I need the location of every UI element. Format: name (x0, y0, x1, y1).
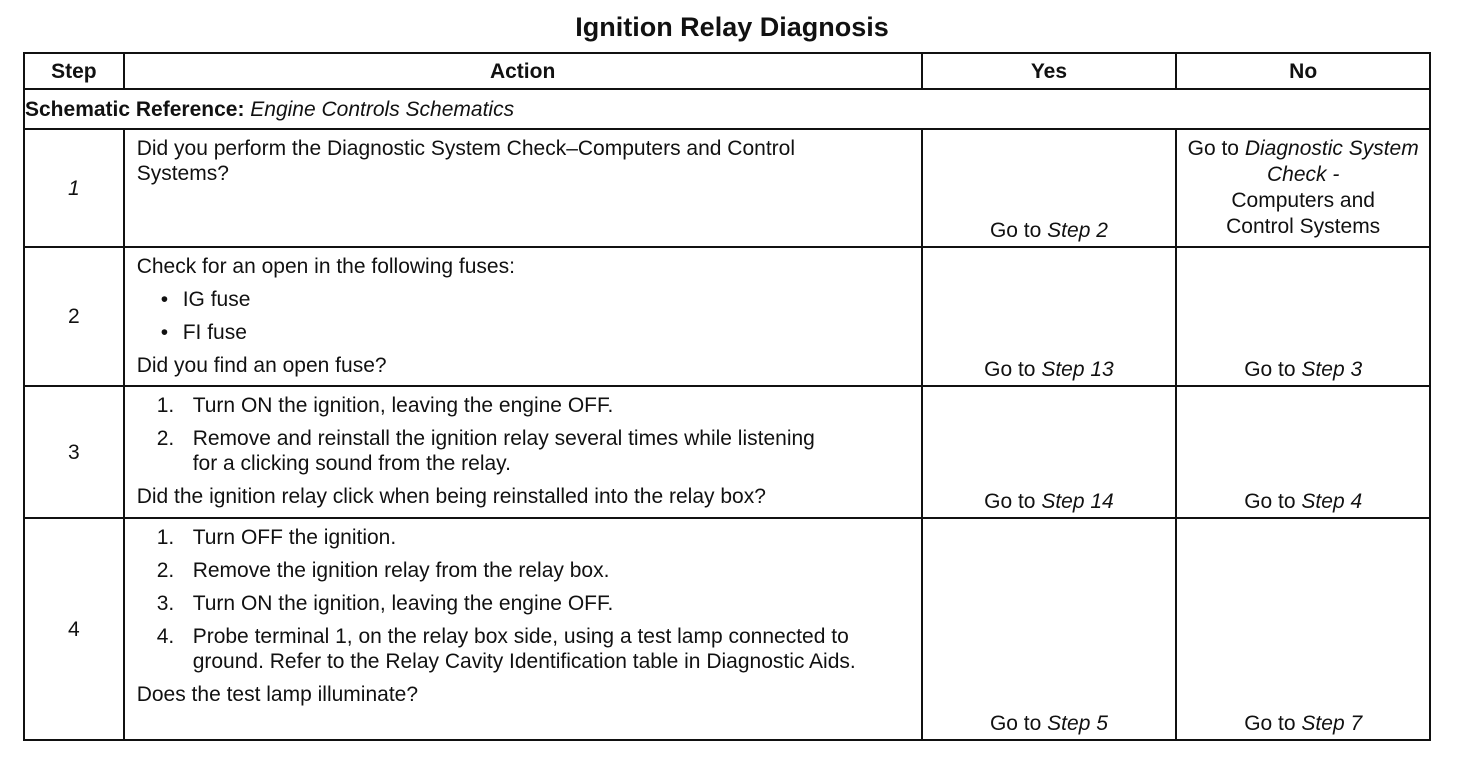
page-title: Ignition Relay Diagnosis (575, 12, 889, 42)
no-link-rest: Computers and Control Systems (1226, 189, 1381, 238)
header-no: No (1175, 52, 1431, 90)
no-link[interactable]: Diagnostic System Check - (1244, 137, 1419, 186)
header-row: Step Action Yes No (23, 52, 1431, 90)
table-row: 1 Did you perform the Diagnostic System … (23, 128, 1431, 248)
step-number: 1 (23, 128, 125, 248)
action-question: Did you find an open fuse? (136, 354, 387, 377)
list-item: 2.Remove the ignition relay from the rel… (156, 559, 610, 582)
header-yes: Yes (920, 52, 1178, 90)
step-number: 4 (23, 517, 125, 741)
action-cell: Did you perform the Diagnostic System Ch… (122, 128, 923, 248)
schematic-reference: Schematic Reference: Engine Controls Sch… (23, 88, 1431, 130)
action-question: Did the ignition relay click when being … (136, 485, 766, 508)
action-cell: 1.Turn ON the ignition, leaving the engi… (122, 385, 923, 519)
yes-cell[interactable]: Go to Step 14 (920, 385, 1178, 519)
no-cell[interactable]: Go to Diagnostic System Check - Computer… (1175, 128, 1431, 248)
action-question: Does the test lamp illuminate? (136, 683, 419, 706)
no-cell[interactable]: Go to Step 7 (1175, 517, 1431, 741)
table-row: 3 1.Turn ON the ignition, leaving the en… (23, 385, 1431, 519)
action-cell: Check for an open in the following fuses… (122, 246, 923, 387)
no-cell[interactable]: Go to Step 3 (1175, 246, 1431, 387)
yes-cell[interactable]: Go to Step 2 (920, 128, 1178, 248)
table-row: 4 1.Turn OFF the ignition. 2.Remove the … (23, 517, 1431, 741)
schematic-reference-link[interactable]: Engine Controls Schematics (250, 97, 515, 121)
list-item: 3.Turn ON the ignition, leaving the engi… (156, 592, 614, 615)
diagnosis-table: Step Action Yes No Schematic Reference: … (23, 52, 1431, 741)
header-step: Step (23, 52, 125, 90)
action-intro: Check for an open in the following fuses… (136, 255, 515, 278)
header-action: Action (122, 52, 923, 90)
list-item: •FI fuse (160, 321, 247, 344)
list-item: 1.Turn OFF the ignition. (156, 526, 397, 549)
no-cell[interactable]: Go to Step 4 (1175, 385, 1431, 519)
list-item: 4.Probe terminal 1, on the relay box sid… (156, 625, 856, 673)
action-text: Did you perform the Diagnostic System Ch… (136, 137, 795, 185)
step-number: 2 (23, 246, 125, 387)
yes-cell[interactable]: Go to Step 5 (920, 517, 1178, 741)
action-cell: 1.Turn OFF the ignition. 2.Remove the ig… (122, 517, 923, 741)
list-item: •IG fuse (160, 288, 251, 311)
list-item: 1.Turn ON the ignition, leaving the engi… (156, 394, 614, 417)
schematic-reference-label: Schematic Reference: (25, 97, 245, 121)
step-number: 3 (23, 385, 125, 519)
yes-cell[interactable]: Go to Step 13 (920, 246, 1178, 387)
list-item: 2.Remove and reinstall the ignition rela… (156, 427, 815, 475)
table-row: 2 Check for an open in the following fus… (23, 246, 1431, 387)
schematic-reference-row: Schematic Reference: Engine Controls Sch… (23, 88, 1431, 130)
